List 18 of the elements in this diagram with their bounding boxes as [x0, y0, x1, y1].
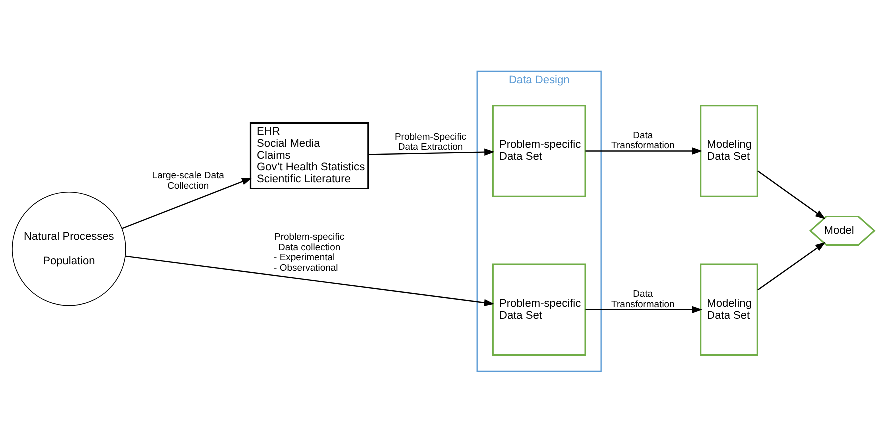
node-box: Modeling Data Set	[700, 104, 758, 197]
arrow	[758, 170, 826, 220]
arrow	[586, 147, 703, 154]
arrow	[126, 255, 495, 306]
node-box: EHR Social Media Claims Gov’t Health Statistics Scientific Literature	[250, 122, 370, 190]
node-circle: Natural Processes Population	[12, 192, 126, 306]
node-box: Problem-specific Data Set	[492, 263, 586, 356]
node-box: Modeling Data Set	[700, 263, 758, 356]
arrow	[758, 242, 826, 290]
edge-label: Data Transformation	[612, 288, 675, 310]
edge-label: Data Transformation	[612, 130, 675, 152]
arrow	[122, 178, 252, 229]
edge-label: Problem-specific Data collection - Experimental - Observational	[274, 232, 345, 274]
arrow	[368, 148, 495, 156]
node-box: Problem-specific Data Set	[492, 104, 586, 197]
edge-label: Large-scale Data Collection	[152, 170, 224, 192]
edge-label: Problem-Specific Data Extraction	[394, 131, 467, 153]
arrow	[586, 306, 703, 314]
